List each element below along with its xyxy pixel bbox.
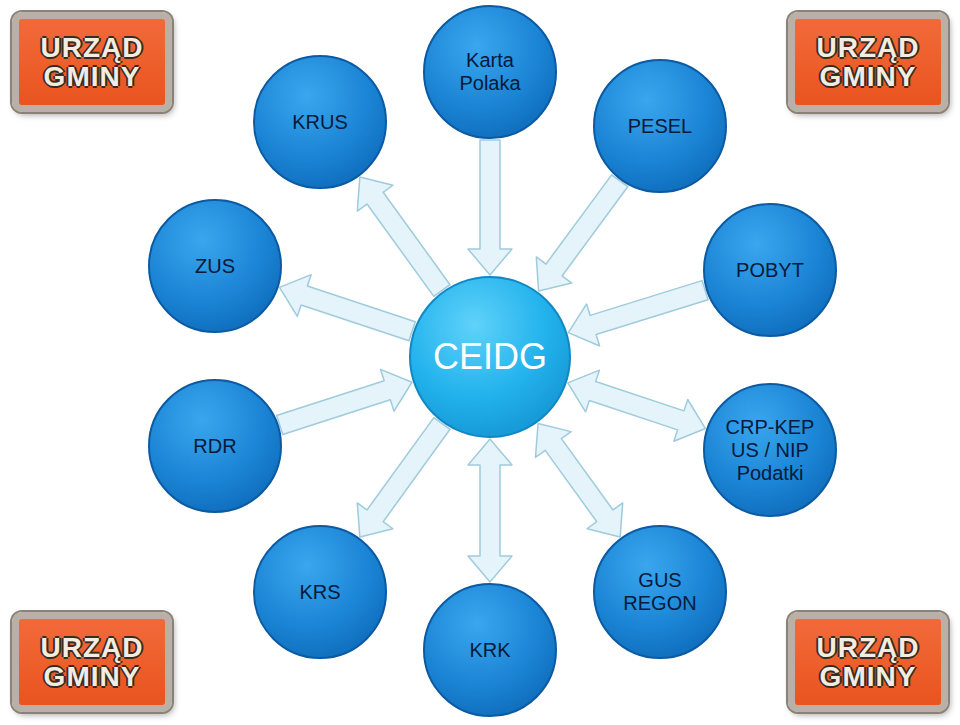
registry-circle: KRS: [252, 524, 388, 660]
circle-fill: [424, 6, 556, 138]
circle-fill: [704, 204, 836, 336]
circle-fill: [410, 277, 570, 437]
sign-label: URZĄD GMINY: [28, 33, 156, 92]
office-sign: URZĄD GMINY: [12, 12, 172, 112]
node-label: KRK: [469, 639, 510, 662]
block-arrow: [468, 439, 512, 582]
registry-circle: PESEL: [592, 58, 728, 194]
registry-circle: KRUS: [252, 54, 388, 190]
registry-circle: GUS REGON: [592, 524, 728, 660]
block-arrow: [277, 369, 412, 434]
block-arrow: [357, 177, 450, 296]
node-label: RDR: [193, 435, 236, 458]
office-sign: URZĄD GMINY: [788, 612, 948, 712]
central-register-circle: CEIDG: [408, 275, 572, 439]
circle-fill: [424, 584, 556, 716]
block-arrow: [536, 175, 627, 291]
circle-fill: [594, 526, 726, 658]
node-label: CEIDG: [433, 336, 547, 377]
node-label: POBYT: [736, 259, 804, 282]
block-arrow: [568, 370, 706, 441]
node-label: GUS REGON: [604, 569, 716, 615]
circle-fill: [254, 56, 386, 188]
office-sign: URZĄD GMINY: [12, 612, 172, 712]
block-arrow: [535, 423, 622, 536]
circle-fill: [594, 60, 726, 192]
node-label: Karta Polaka: [434, 49, 546, 95]
block-arrow: [568, 281, 708, 346]
node-label: CRP-KEP: [726, 416, 815, 439]
circle-fill: [149, 200, 281, 332]
circle-fill: [149, 380, 281, 512]
node-label: ZUS: [195, 255, 235, 278]
node-label: KRS: [299, 581, 340, 604]
node-label: PESEL: [628, 115, 692, 138]
block-arrow: [468, 140, 512, 275]
registry-circle: Karta Polaka: [422, 4, 558, 140]
node-label: Podatki: [737, 462, 804, 485]
registry-circle: ZUS: [147, 198, 283, 334]
registry-circle: RDR: [147, 378, 283, 514]
circle-fill: [254, 526, 386, 658]
circle-fill: [704, 384, 836, 516]
registry-circle: CRP-KEPUS / NIPPodatki: [702, 382, 838, 518]
sign-label: URZĄD GMINY: [804, 33, 932, 92]
sign-label: URZĄD GMINY: [28, 633, 156, 692]
registry-circle: KRK: [422, 582, 558, 718]
node-label: KRUS: [292, 111, 348, 134]
registry-circle: POBYT: [702, 202, 838, 338]
block-arrow: [280, 275, 416, 341]
sign-label: URZĄD GMINY: [804, 633, 932, 692]
office-sign: URZĄD GMINY: [788, 12, 948, 112]
block-arrow: [357, 418, 450, 537]
node-label: US / NIP: [731, 439, 809, 462]
